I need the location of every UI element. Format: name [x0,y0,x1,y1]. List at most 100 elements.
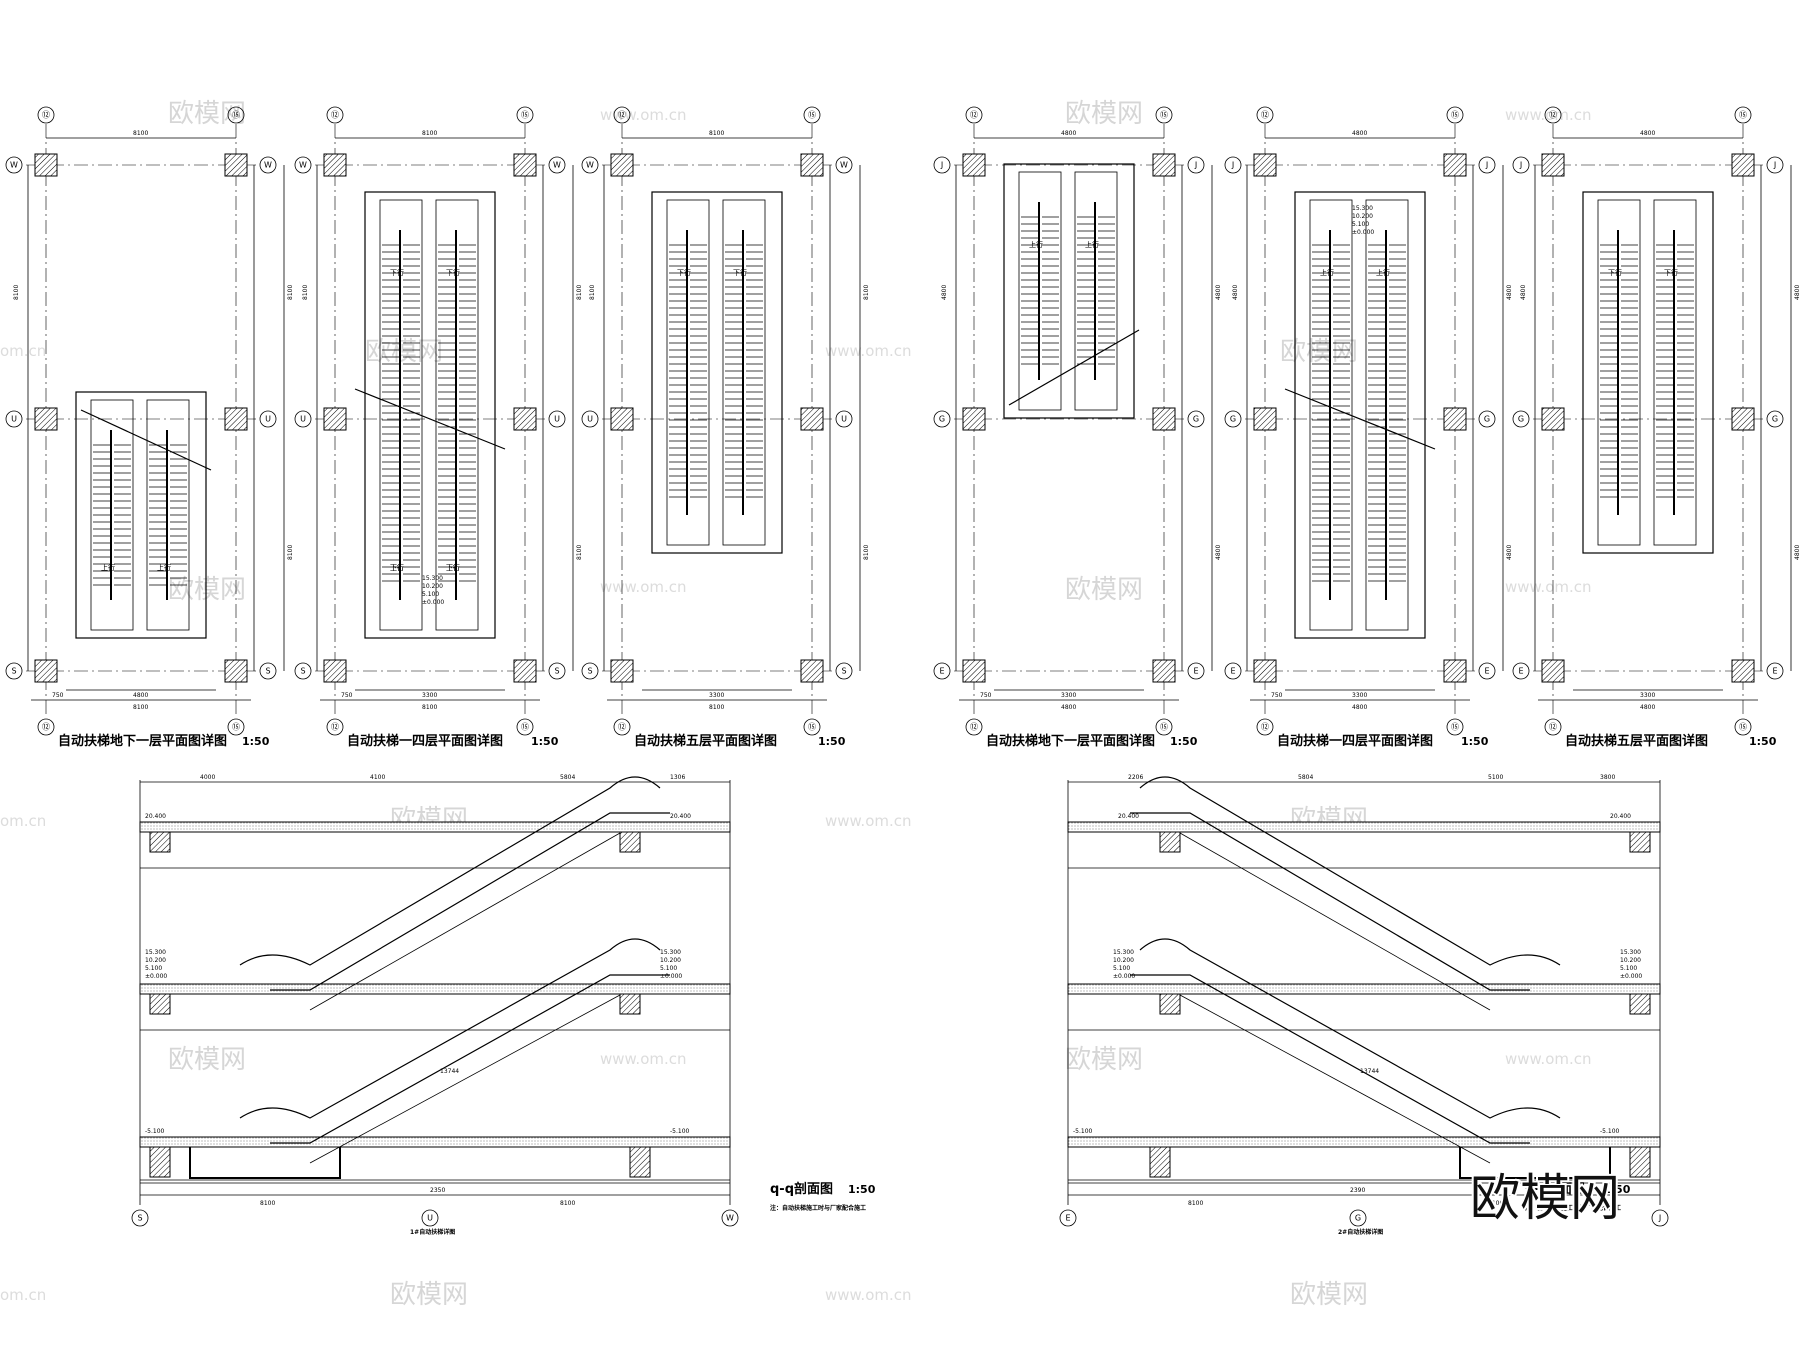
grid-axis-label: ⑮ [1739,111,1747,120]
dimension-value: 4800 [1794,285,1800,300]
level-elevation: 20.400 [670,813,691,820]
level-elevation: 15.300 [1113,949,1134,956]
structural-column [323,659,347,683]
structural-column [224,153,248,177]
grid-axis-bubble [1734,106,1752,124]
structural-column [1253,407,1277,431]
plan-title: 自动扶梯一四层平面图详图 [347,733,503,749]
escalator-unit [1597,199,1641,546]
grid-axis-bubble [5,662,23,680]
travel-direction-label: 上行 [446,563,460,572]
grid-axis-bubble [1512,662,1530,680]
dimension-value: 4800 [1061,130,1076,137]
section-caption: 1#自动扶梯详图 [410,1228,455,1236]
watermark-url: www.om.cn [1505,578,1592,596]
dimension-value: 8100 [287,545,294,560]
grid-axis-label: W [299,161,307,170]
level-elevation: ±0.000 [145,973,167,980]
escalator-truss [270,974,670,1144]
grid-axis-bubble [1187,410,1205,428]
grid-axis-label: ⑮ [1739,723,1747,732]
grid-axis-bubble [1446,106,1464,124]
grid-axis-label: S [841,667,846,676]
grid-axis-bubble [227,106,245,124]
section-title: s-s剖面图 [1525,1181,1585,1197]
watermark-url: www.om.cn [1505,106,1592,124]
structural-column [1253,153,1277,177]
grid-axis-label: G [939,415,945,424]
watermark-brand: 欧模网 [365,337,443,367]
level-elevation: -5.100 [1600,1128,1620,1135]
grid-axis-label: ⑮ [232,723,240,732]
grid-axis-bubble [803,718,821,736]
dimension-value: 4800 [1232,285,1239,300]
watermark-layer: 欧模网 www.om.cn 欧模网 www.om.cn om.cn 欧模网 ww… [0,99,1592,1310]
grid-axis-label: ⑮ [1160,723,1168,732]
grid-axis-bubble [548,156,566,174]
escalator-unit [722,199,766,546]
grid-axis-label: E [1230,667,1235,676]
beam-section [1629,831,1651,853]
grid-axis-label: J [940,161,943,170]
structural-column [1152,659,1176,683]
dimension-value: 4000 [200,774,215,781]
grid-axis-bubble [259,410,277,428]
travel-direction-label: 下行 [677,268,691,277]
grid-axis-label: E [1772,667,1777,676]
grid-axis-bubble [259,156,277,174]
plan-title: 自动扶梯地下一层平面图详图 [58,733,227,749]
dimension-value: 8100 [709,704,724,711]
structural-column [962,153,986,177]
grid-axis-label: ⑫ [42,723,50,732]
structural-column [513,659,537,683]
escalator-truss-bottom [1179,994,1491,1164]
watermark-url: om.cn [0,1286,46,1304]
structural-column [1731,153,1755,177]
floor-slab [139,1136,731,1148]
level-elevation: 5.100 [422,591,439,598]
escalator-truss-bottom [309,994,621,1164]
grid-axis-label: ⑮ [1451,723,1459,732]
structural-column [1443,659,1467,683]
grid-axis-bubble [1187,662,1205,680]
escalator-handrail [1139,938,1561,1119]
watermark-url: www.om.cn [1505,1050,1592,1068]
grid-axis-bubble [227,718,245,736]
section-caption: 2#自动扶梯详图 [1338,1228,1383,1236]
escalator-pit [1459,1147,1611,1179]
travel-direction-label: 上行 [1320,268,1334,277]
level-elevation: 15.300 [1352,205,1373,212]
grid-axis-label: G [1772,415,1778,424]
level-elevation: 15.300 [660,949,681,956]
dimension-value: 3300 [1352,692,1367,699]
grid-axis-bubble [835,156,853,174]
watermark-url: www.om.cn [600,106,687,124]
structural-column [224,407,248,431]
grid-axis-bubble [548,410,566,428]
travel-direction-label: 上行 [1029,240,1043,249]
escalator-unit [666,199,710,546]
grid-axis-bubble [1766,662,1784,680]
structural-column [323,407,347,431]
break-line [354,388,506,450]
grid-axis-label: W [726,1214,734,1223]
grid-axis-bubble [37,106,55,124]
grid-axis-label: E [1065,1214,1070,1223]
level-elevation: 10.200 [1113,957,1134,964]
grid-axis-label: ⑫ [1261,111,1269,120]
grid-axis-label: G [1484,415,1490,424]
structural-column [1541,659,1565,683]
grid-axis-label: ⑫ [970,111,978,120]
dimension-value: 5100 [1488,774,1503,781]
structural-column [1541,153,1565,177]
grid-axis-bubble [1544,718,1562,736]
grid-axis-label: W [553,161,561,170]
dimension-value: 8100 [709,130,724,137]
grid-axis-label: S [265,667,270,676]
level-elevation: 20.400 [1118,813,1139,820]
grid-axis-label: ⑮ [232,111,240,120]
